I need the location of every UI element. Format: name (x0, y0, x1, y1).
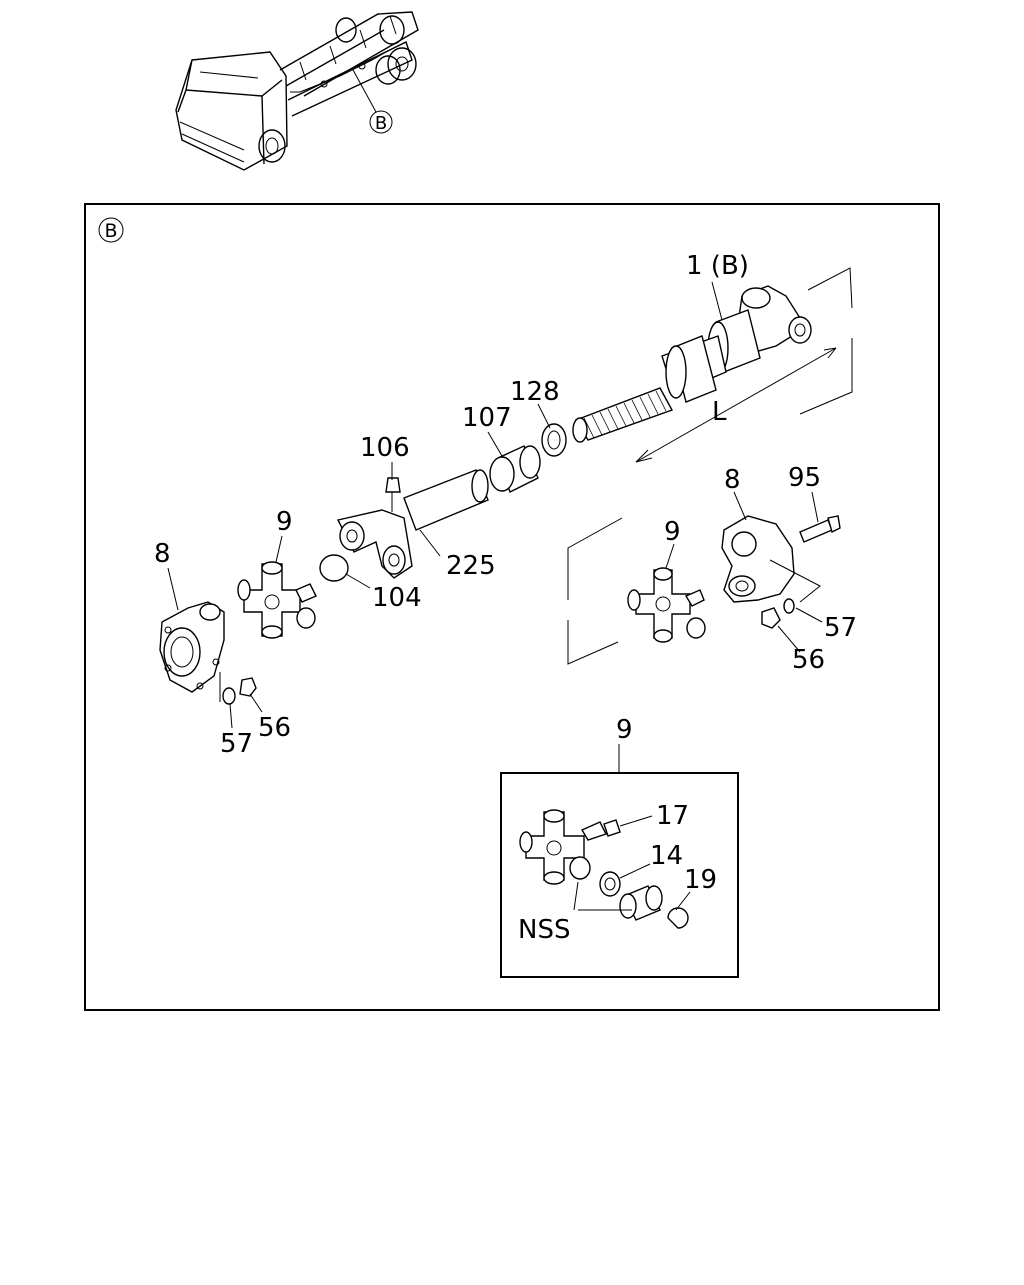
spider-kit-detail-frame (500, 772, 739, 978)
label-nss: NSS (518, 915, 570, 945)
truck-overview-drawing (175, 11, 419, 171)
spider-kit-detail-drawing (519, 809, 691, 929)
section-marker-circle (98, 217, 124, 243)
label-flange-yoke-left: 8 (154, 539, 171, 569)
label-washer-left: 57 (220, 729, 253, 759)
label-plug-104: 104 (372, 583, 422, 613)
overview-callout-label: B (375, 113, 387, 134)
label-tube-225: 225 (446, 551, 496, 581)
propeller-shaft-drawing (319, 285, 812, 582)
label-spider-left: 9 (276, 507, 293, 537)
label-nut-left: 56 (258, 713, 291, 743)
label-yoke-right: 8 (724, 465, 741, 495)
label-nut-right: 56 (792, 645, 825, 675)
label-seal-128: 128 (510, 377, 560, 407)
label-snap-ring-19: 19 (684, 865, 717, 895)
leader-lines (167, 281, 823, 729)
label-bolt-95: 95 (788, 463, 821, 493)
length-dimension (635, 267, 853, 463)
right-joint-group-drawing (567, 515, 841, 665)
overview-callout-circle (369, 110, 393, 134)
label-washer-right: 57 (824, 613, 857, 643)
label-detail-title: 9 (616, 715, 633, 745)
left-joint-group-drawing (159, 561, 317, 705)
label-grease-fitting-106: 106 (360, 433, 410, 463)
label-seal-14: 14 (650, 841, 683, 871)
label-sleeve-107: 107 (462, 403, 512, 433)
section-marker-label: B (104, 220, 117, 242)
section-b-frame (84, 203, 940, 1011)
label-spider-right: 9 (664, 517, 681, 547)
label-shaft-assembly: 1 (B) (686, 251, 749, 281)
label-fitting-17: 17 (656, 801, 689, 831)
label-length-dimension: L (712, 397, 727, 427)
